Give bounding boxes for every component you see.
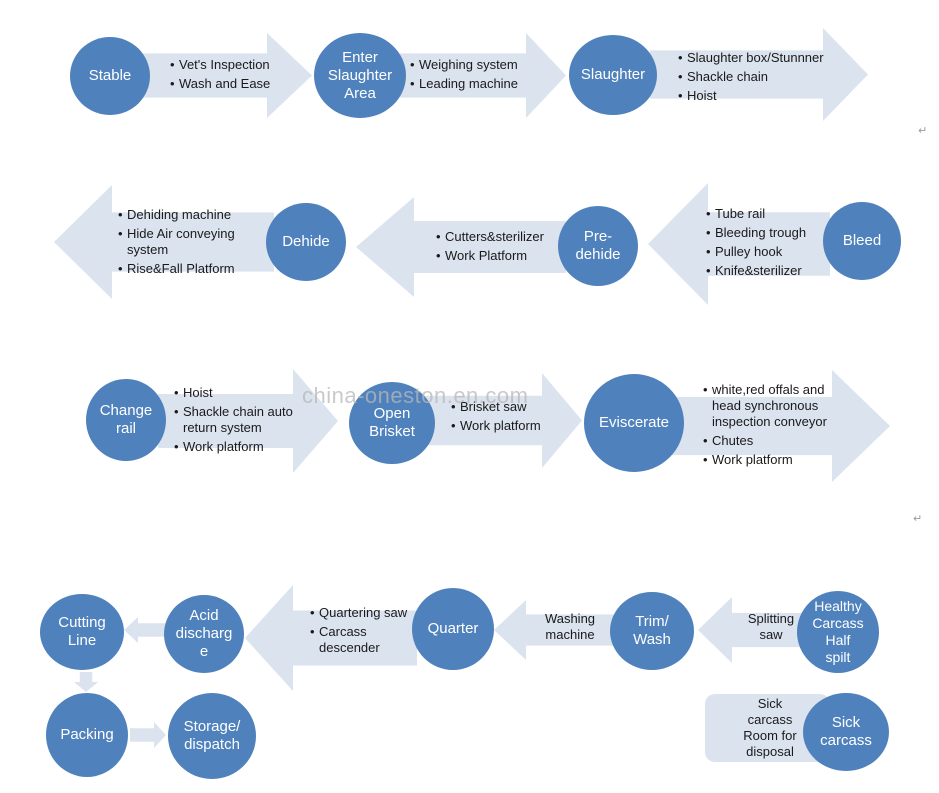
equipment-item: Work Platform	[436, 248, 561, 264]
dehide-equipment-list: Dehiding machine Hide Air conveying syst…	[118, 207, 258, 280]
equipment-item: Quartering saw	[310, 605, 415, 621]
arrow-packing	[130, 722, 166, 748]
acid-discharge-node: Acid discharg e	[164, 595, 244, 673]
stable-node: Stable	[70, 37, 150, 115]
pre-dehide-equipment-list: Cutters&sterilizer Work Platform	[436, 229, 561, 267]
equipment-item: Dehiding machine	[118, 207, 258, 223]
equipment-item: Work platform	[703, 452, 843, 468]
equipment-item: Vet's Inspection	[170, 57, 310, 73]
arrow-pre-dehide	[356, 197, 566, 297]
splitting-saw-label: Splitting saw	[747, 611, 795, 642]
bleed-equipment-list: Tube rail Bleeding trough Pulley hook Kn…	[706, 206, 826, 282]
equipment-item: Chutes	[703, 433, 843, 449]
pre-dehide-node: Pre- dehide	[558, 206, 638, 286]
paragraph-mark: ↵	[918, 125, 928, 137]
arrow-trim-wash	[494, 600, 616, 660]
equipment-item: Work platform	[451, 418, 541, 434]
equipment-item: Rise&Fall Platform	[118, 261, 258, 277]
dehide-node: Dehide	[266, 203, 346, 281]
equipment-item: Shackle chain	[678, 69, 848, 85]
cutting-line-node: Cutting Line	[40, 594, 124, 670]
open-brisket-equipment-list: Brisket saw Work platform	[451, 399, 541, 437]
equipment-item: Weighing system	[410, 57, 540, 73]
equipment-item: white,red offals and head synchronous in…	[703, 382, 843, 430]
equipment-item: Pulley hook	[706, 244, 826, 260]
equipment-item: Cutters&sterilizer	[436, 229, 561, 245]
change-rail-equipment-list: Hoist Shackle chain auto return system W…	[174, 385, 309, 458]
equipment-item: Wash and Ease	[170, 76, 310, 92]
sick-carcass-room-box	[705, 694, 830, 762]
quarter-equipment-list: Quartering saw Carcass descender	[310, 605, 415, 659]
storage-dispatch-node: Storage/ dispatch	[168, 693, 256, 779]
sick-carcass-node: Sick carcass	[803, 693, 889, 771]
slaughter-node: Slaughter	[569, 35, 657, 115]
equipment-item: Brisket saw	[451, 399, 541, 415]
bleed-node: Bleed	[823, 202, 901, 280]
equipment-item: Work platform	[174, 439, 309, 455]
enter-slaughter-area-node: Enter Slaughter Area	[314, 33, 406, 118]
change-rail-node: Change rail	[86, 379, 166, 461]
equipment-item: Tube rail	[706, 206, 826, 222]
equipment-item: Slaughter box/Stunnner	[678, 50, 848, 66]
eviscerate-equipment-list: white,red offals and head synchronous in…	[703, 382, 843, 471]
enter-slaughter-area-equipment-list: Weighing system Leading machine	[410, 57, 540, 95]
equipment-item: Shackle chain auto return system	[174, 404, 309, 436]
slaughter-equipment-list: Slaughter box/Stunnner Shackle chain Hoi…	[678, 50, 848, 107]
arrow-healthy-carcass	[698, 597, 810, 663]
equipment-item: Carcass descender	[310, 624, 415, 656]
arrow-cutting-line	[74, 672, 98, 692]
stable-equipment-list: Vet's Inspection Wash and Ease	[170, 57, 310, 95]
trim-wash-node: Trim/ Wash	[610, 592, 694, 670]
washing-machine-label: Washing machine	[544, 611, 596, 642]
equipment-item: Knife&sterilizer	[706, 263, 826, 279]
eviscerate-node: Eviscerate	[584, 374, 684, 472]
packing-node: Packing	[46, 693, 128, 777]
watermark: china-oneston.en.com	[302, 383, 529, 408]
quarter-node: Quarter	[412, 588, 494, 670]
paragraph-mark: ↵	[913, 513, 923, 525]
arrow-acid-discharge	[124, 617, 168, 643]
equipment-item: Hoist	[678, 88, 848, 104]
sick-carcass-room-label: Sick carcass Room for disposal	[743, 696, 797, 759]
equipment-item: Hide Air conveying system	[118, 226, 258, 258]
equipment-item: Leading machine	[410, 76, 540, 92]
equipment-item: Hoist	[174, 385, 309, 401]
equipment-item: Bleeding trough	[706, 225, 826, 241]
open-brisket-node: Open Brisket	[349, 382, 435, 464]
healthy-carcass-half-split-node: Healthy Carcass Half spilt	[797, 591, 879, 673]
